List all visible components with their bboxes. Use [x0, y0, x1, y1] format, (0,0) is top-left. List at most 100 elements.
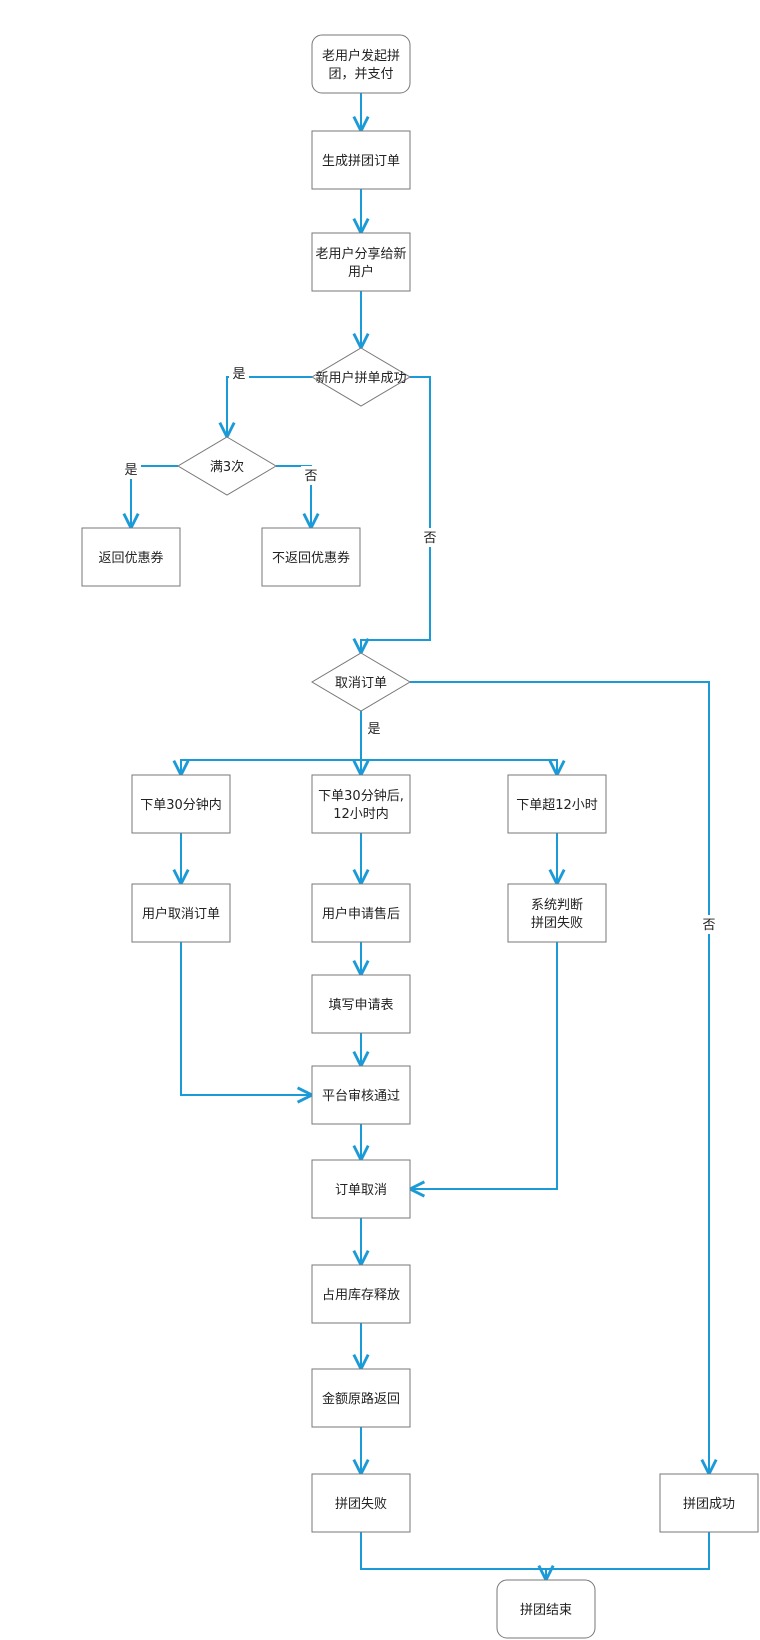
edge-connector: [410, 942, 558, 1189]
process-box: [311, 1368, 411, 1428]
edges: [131, 93, 709, 1580]
edge-connector: [361, 759, 557, 775]
node-label: 拼团失败: [531, 916, 583, 931]
node-label: 12小时内: [333, 806, 389, 822]
process-box: [311, 1473, 411, 1533]
node-label: 金额原路返回: [322, 1391, 400, 1407]
node-label: 取消订单: [335, 676, 387, 691]
edge-connector: [360, 1532, 710, 1570]
edge-label-no-new-user: 否: [420, 528, 440, 547]
edge-label-no-cancel: 否: [699, 915, 719, 934]
process-box: [81, 527, 181, 587]
process-box: [311, 1264, 411, 1324]
node-label: 新用户拼单成功: [315, 370, 406, 386]
node-platform-approve: 平台审核通过: [311, 1065, 411, 1125]
node-label: 团，并支付: [328, 67, 393, 82]
terminal-box: [496, 1579, 596, 1639]
node-label: 老用户发起拼: [322, 48, 400, 64]
edge-label-text: 否: [702, 918, 715, 933]
node-user-after-sale: 用户申请售后: [311, 883, 411, 943]
label-background: [364, 719, 384, 738]
node-label: 返回优惠券: [98, 550, 163, 566]
node-refund: 金额原路返回: [311, 1368, 411, 1428]
edge-label-text: 是: [124, 463, 137, 478]
process-box: [311, 774, 411, 834]
node-label: 拼团成功: [683, 1497, 735, 1512]
node-cancel-order-q: 取消订单: [311, 652, 411, 712]
label-background: [229, 364, 249, 383]
edge-connector: [410, 681, 709, 1474]
node-within-30min: 下单30分钟内: [131, 774, 231, 834]
process-box: [131, 774, 231, 834]
process-box: [507, 883, 607, 943]
process-box: [311, 1065, 411, 1125]
node-return-coupon: 返回优惠券: [81, 527, 181, 587]
node-label: 不返回优惠券: [272, 550, 350, 566]
decision-diamond: [311, 652, 411, 712]
edge-label-text: 否: [423, 531, 436, 546]
node-order-cancelled: 订单取消: [311, 1159, 411, 1219]
edge-connector: [180, 942, 312, 1095]
node-group-end: 拼团结束: [496, 1579, 596, 1639]
label-background: [699, 915, 719, 934]
edge-label-no-reach-3: 否: [301, 466, 321, 485]
label-background: [420, 528, 440, 547]
edge-label-yes-new-user: 是: [229, 364, 249, 383]
node-label: 订单取消: [335, 1183, 387, 1198]
node-label: 下单30分钟内: [140, 797, 222, 813]
node-label: 下单30分钟后,: [318, 788, 404, 804]
edge-label-text: 是: [367, 722, 380, 737]
decision-diamond: [311, 347, 411, 407]
node-reach-3: 满3次: [177, 436, 277, 496]
node-label: 满3次: [210, 459, 244, 475]
node-create-order: 生成拼团订单: [311, 130, 411, 190]
node-group-success: 拼团成功: [659, 1473, 759, 1533]
node-label: 生成拼团订单: [322, 154, 400, 169]
node-fill-form: 填写申请表: [311, 974, 411, 1034]
node-label: 拼团结束: [520, 1603, 572, 1618]
node-label: 拼团失败: [335, 1497, 387, 1512]
edge-label-text: 否: [304, 469, 317, 484]
process-box: [131, 883, 231, 943]
node-label: 用户申请售后: [322, 906, 400, 922]
process-box: [311, 974, 411, 1034]
node-between: 下单30分钟后, 12小时内: [311, 774, 411, 834]
node-label: 占用库存释放: [322, 1287, 400, 1303]
label-background: [301, 466, 321, 485]
node-group-fail: 拼团失败: [311, 1473, 411, 1533]
node-label: 下单超12小时: [516, 798, 598, 813]
process-box: [311, 1159, 411, 1219]
process-box: [311, 232, 411, 292]
edge-label-text: 是: [232, 367, 245, 382]
node-label: 填写申请表: [328, 998, 393, 1013]
node-user-cancel: 用户取消订单: [131, 883, 231, 943]
edge-connector: [227, 376, 312, 437]
process-box: [311, 883, 411, 943]
node-label: 老用户分享给新: [315, 246, 406, 262]
process-box: [507, 774, 607, 834]
node-label: 用户: [348, 264, 374, 280]
node-over-12h: 下单超12小时: [507, 774, 607, 834]
node-no-return-coupon: 不返回优惠券: [261, 527, 361, 587]
process-box: [311, 130, 411, 190]
terminal-box: [311, 34, 411, 94]
nodes: 老用户发起拼团，并支付生成拼团订单老用户分享给新用户新用户拼单成功满3次返回优惠…: [81, 34, 759, 1639]
node-label: 平台审核通过: [322, 1089, 400, 1104]
node-new-user-success: 新用户拼单成功: [311, 347, 411, 407]
label-background: [121, 460, 141, 479]
decision-diamond: [177, 436, 277, 496]
edge-connector: [361, 376, 431, 653]
edge-connector: [181, 711, 362, 775]
process-box: [659, 1473, 759, 1533]
edge-label-yes-reach-3: 是: [121, 460, 141, 479]
node-label: 用户取消订单: [142, 906, 220, 922]
edge-label-yes-cancel: 是: [364, 719, 384, 738]
edge-labels: 是是否否是否: [121, 364, 719, 934]
node-release-stock: 占用库存释放: [311, 1264, 411, 1324]
process-box: [261, 527, 361, 587]
node-label: 系统判断: [531, 898, 583, 913]
